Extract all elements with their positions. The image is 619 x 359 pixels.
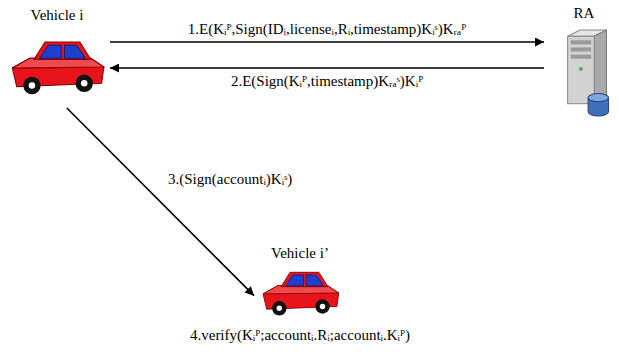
car-icon xyxy=(12,42,103,94)
authority-node: RA xyxy=(548,4,619,118)
vehicle-node: Vehicle i’ xyxy=(252,244,348,320)
node-label: Vehicle i’ xyxy=(252,244,348,262)
car-icon xyxy=(263,272,339,315)
message-label: 3.(Sign(accountᵢ)Kᵢˢ) xyxy=(166,170,294,188)
message-label: 2.E(Sign(Kᵢᴾ,timestamp)Kᵣₐˢ)Kᵢᴾ xyxy=(229,72,425,90)
car-icon xyxy=(252,266,348,320)
message-arrow xyxy=(67,108,254,296)
node-label: Vehicle i xyxy=(8,6,106,24)
server-icon xyxy=(548,26,619,118)
server-icon xyxy=(568,30,609,116)
message-arrow xyxy=(110,67,544,69)
car-icon xyxy=(8,28,106,106)
message-arrow xyxy=(110,41,544,43)
vehicle-node: Vehicle i xyxy=(8,6,106,106)
step-label: 4.verify(Kᵢᴾ;accountᵢ.Rᵢ;accountᵢ.Kᵢᴾ) xyxy=(188,326,412,344)
node-label: RA xyxy=(548,4,619,22)
message-label: 1.E(Kᵢᴾ,Sign(IDᵢ,licenseᵢ,Rᵢ,timestamp)K… xyxy=(186,20,468,38)
